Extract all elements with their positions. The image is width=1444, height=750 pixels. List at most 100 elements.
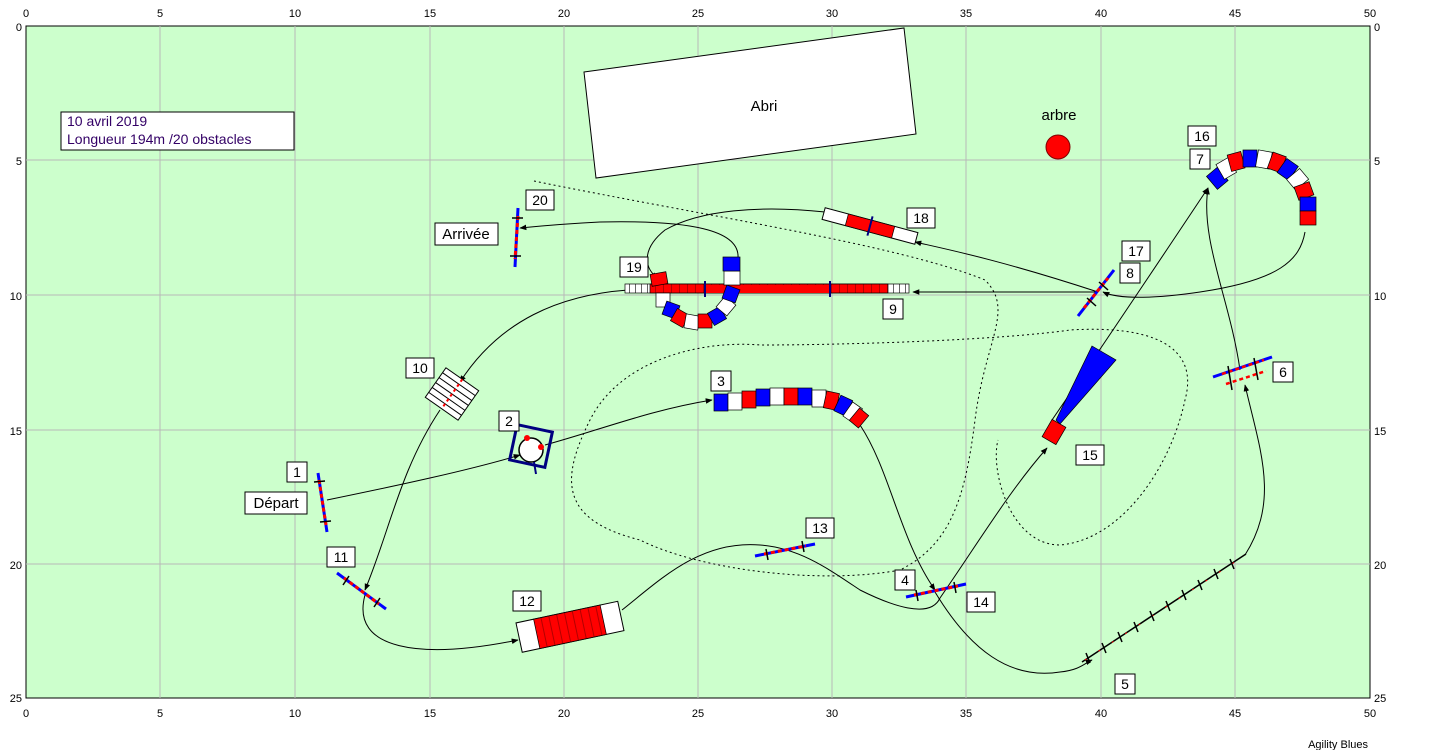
x-tick-bottom: 30 bbox=[826, 708, 838, 720]
label-17: 17 bbox=[1121, 240, 1151, 262]
svg-text:9: 9 bbox=[889, 301, 897, 317]
y-tick-right: 20 bbox=[1374, 560, 1386, 572]
x-tick-bottom: 10 bbox=[289, 708, 301, 720]
x-tick-top: 0 bbox=[23, 8, 29, 20]
label-5: 5 bbox=[1114, 673, 1136, 695]
svg-text:12: 12 bbox=[519, 593, 535, 609]
y-tick-left: 10 bbox=[10, 291, 22, 303]
svg-text:20: 20 bbox=[532, 192, 548, 208]
x-tick-bottom: 40 bbox=[1095, 708, 1107, 720]
y-tick-right: 15 bbox=[1374, 426, 1386, 438]
svg-text:Départ: Départ bbox=[253, 495, 299, 512]
x-tick-bottom: 45 bbox=[1229, 708, 1241, 720]
tree-label: arbre bbox=[1041, 107, 1076, 124]
label-9: 9 bbox=[882, 298, 904, 320]
obstacle-15-chute bbox=[1041, 345, 1117, 446]
obstacle-10-table bbox=[424, 367, 480, 421]
y-tick-left: 5 bbox=[16, 156, 22, 168]
svg-text:4: 4 bbox=[901, 572, 909, 588]
x-tick-top: 35 bbox=[960, 8, 972, 20]
obstacle-11-hurdle bbox=[336, 571, 387, 611]
start-label: Départ bbox=[244, 491, 308, 515]
svg-text:1: 1 bbox=[293, 464, 301, 480]
svg-text:17: 17 bbox=[1128, 243, 1144, 259]
label-6: 6 bbox=[1272, 361, 1294, 383]
svg-text:15: 15 bbox=[1082, 447, 1098, 463]
x-tick-top: 50 bbox=[1364, 8, 1376, 20]
obstacle-9-dogwalk bbox=[624, 281, 910, 297]
number-labels: 1 2 3 4 5 6 16 7 17 8 9 10 11 12 13 14 1… bbox=[286, 125, 1294, 695]
obstacle-7-16-tunnel bbox=[1206, 149, 1317, 226]
x-tick-top: 5 bbox=[157, 8, 163, 20]
x-tick-bottom: 25 bbox=[692, 708, 704, 720]
svg-text:13: 13 bbox=[812, 520, 828, 536]
info-box: 10 avril 2019 Longueur 194m /20 obstacle… bbox=[60, 111, 295, 151]
label-8: 8 bbox=[1119, 262, 1141, 284]
obstacle-2-tyre bbox=[507, 422, 555, 475]
svg-text:18: 18 bbox=[913, 210, 929, 226]
svg-text:10: 10 bbox=[412, 360, 428, 376]
label-4: 4 bbox=[894, 569, 916, 591]
svg-text:19: 19 bbox=[626, 259, 642, 275]
obstacle-20-hurdle bbox=[510, 207, 523, 268]
label-16: 16 bbox=[1187, 125, 1217, 147]
obstacle-19-tunnel bbox=[649, 256, 741, 331]
label-19: 19 bbox=[619, 256, 649, 278]
obstacle-1-hurdle bbox=[313, 472, 332, 533]
obstacle-18-aframe bbox=[821, 207, 919, 245]
label-13: 13 bbox=[805, 517, 835, 539]
x-tick-top: 20 bbox=[558, 8, 570, 20]
x-tick-top: 25 bbox=[692, 8, 704, 20]
y-tick-left: 0 bbox=[16, 22, 22, 34]
x-tick-bottom: 15 bbox=[424, 708, 436, 720]
svg-text:3: 3 bbox=[717, 373, 725, 389]
obstacle-3-tunnel bbox=[713, 387, 870, 429]
obstacle-13-hurdle bbox=[754, 540, 816, 561]
svg-text:8: 8 bbox=[1126, 265, 1134, 281]
obstacle-6-double-hurdle bbox=[1212, 355, 1273, 391]
x-tick-top: 45 bbox=[1229, 8, 1241, 20]
obstacle-5-weaves bbox=[1081, 553, 1247, 664]
obstacle-4-14-hurdle bbox=[905, 581, 967, 602]
label-15: 15 bbox=[1075, 444, 1105, 466]
shelter-label: Abri bbox=[751, 98, 778, 115]
shelter: Abri bbox=[583, 27, 917, 179]
svg-text:6: 6 bbox=[1279, 364, 1287, 380]
x-tick-top: 15 bbox=[424, 8, 436, 20]
y-tick-left: 15 bbox=[10, 426, 22, 438]
y-tick-right: 0 bbox=[1374, 22, 1380, 34]
x-tick-bottom: 35 bbox=[960, 708, 972, 720]
x-tick-bottom: 50 bbox=[1364, 708, 1376, 720]
label-11: 11 bbox=[326, 546, 356, 568]
svg-text:Arrivée: Arrivée bbox=[442, 226, 490, 243]
x-tick-top: 10 bbox=[289, 8, 301, 20]
x-tick-top: 40 bbox=[1095, 8, 1107, 20]
axis-ticks: 0 5 10 15 20 25 30 35 40 45 50 0 5 10 15… bbox=[10, 8, 1387, 720]
label-3: 3 bbox=[710, 370, 732, 392]
label-1: 1 bbox=[286, 461, 308, 483]
y-tick-left: 20 bbox=[10, 560, 22, 572]
x-tick-bottom: 20 bbox=[558, 708, 570, 720]
label-7: 7 bbox=[1189, 148, 1211, 170]
obstacle-12-tunnel bbox=[515, 600, 625, 653]
label-2: 2 bbox=[498, 410, 520, 432]
walk-path bbox=[533, 180, 1189, 577]
svg-text:7: 7 bbox=[1196, 151, 1204, 167]
finish-label: Arrivée bbox=[434, 222, 499, 246]
svg-text:14: 14 bbox=[973, 594, 989, 610]
label-12: 12 bbox=[512, 590, 542, 612]
label-18: 18 bbox=[906, 207, 936, 229]
x-tick-bottom: 5 bbox=[157, 708, 163, 720]
x-tick-top: 30 bbox=[826, 8, 838, 20]
y-tick-right: 10 bbox=[1374, 291, 1386, 303]
svg-text:16: 16 bbox=[1194, 128, 1210, 144]
label-10: 10 bbox=[405, 357, 435, 379]
svg-text:11: 11 bbox=[334, 549, 349, 565]
y-tick-right: 25 bbox=[1374, 693, 1386, 705]
x-tick-bottom: 0 bbox=[23, 708, 29, 720]
course-length: Longueur 194m /20 obstacles bbox=[67, 131, 251, 147]
y-tick-left: 25 bbox=[10, 693, 22, 705]
credit-text: Agility Blues bbox=[1308, 739, 1368, 750]
svg-text:2: 2 bbox=[505, 413, 513, 429]
